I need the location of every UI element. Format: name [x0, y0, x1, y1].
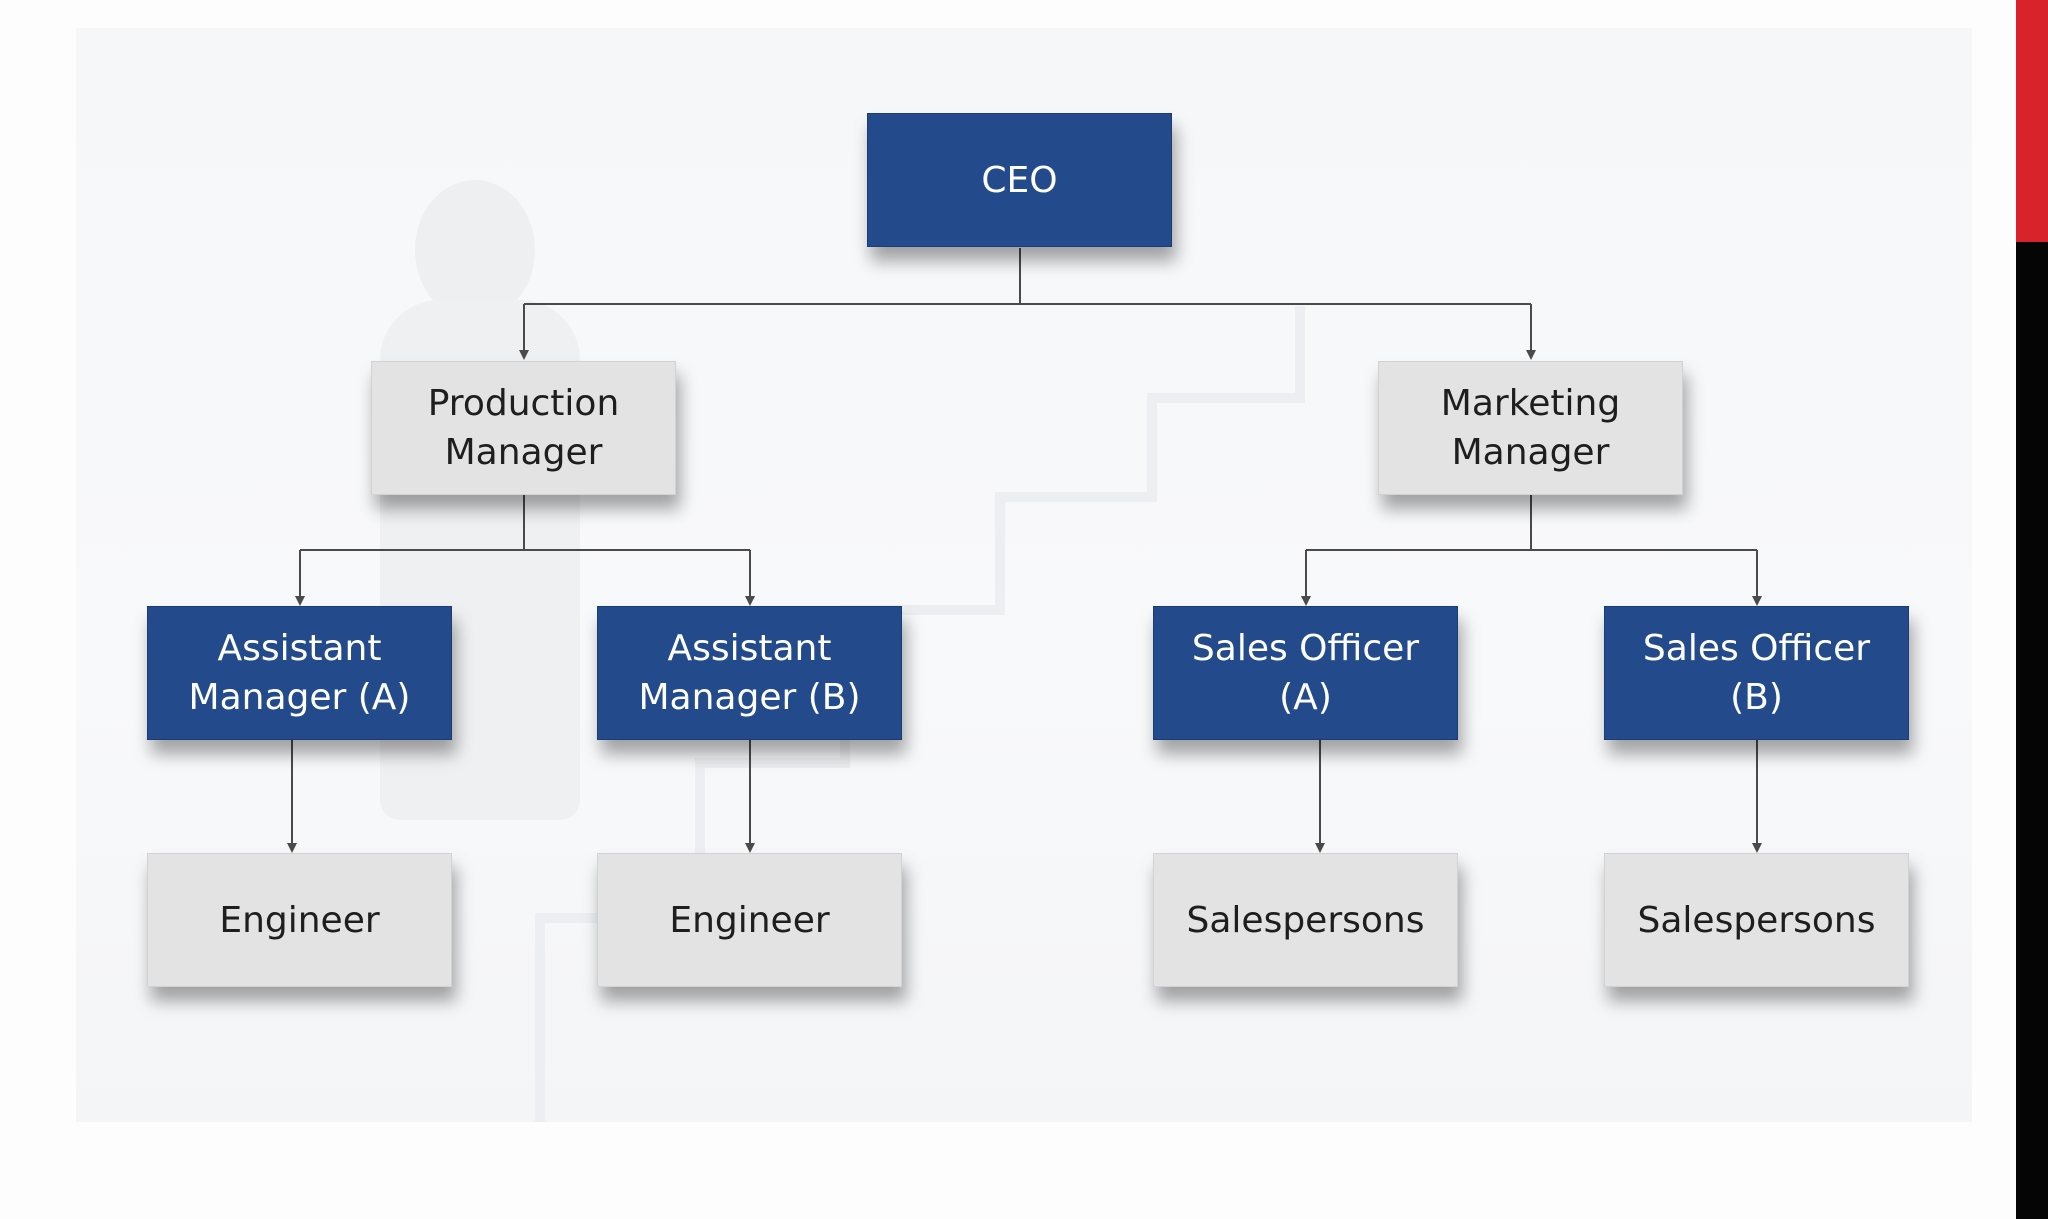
node-salespersons-b: Salespersons [1604, 853, 1909, 987]
background-figure-head [415, 180, 535, 320]
node-engineer-a: Engineer [147, 853, 452, 987]
node-production-manager: Production Manager [371, 361, 676, 495]
node-assistant-manager-b: Assistant Manager (B) [597, 606, 902, 740]
node-sales-officer-b: Sales Officer (B) [1604, 606, 1909, 740]
node-sales-officer-a: Sales Officer (A) [1153, 606, 1458, 740]
node-ceo: CEO [867, 113, 1172, 247]
node-marketing-manager: Marketing Manager [1378, 361, 1683, 495]
accent-strip-red [2016, 0, 2048, 242]
accent-strip-black [2016, 242, 2048, 1219]
node-salespersons-a: Salespersons [1153, 853, 1458, 987]
node-assistant-manager-a: Assistant Manager (A) [147, 606, 452, 740]
node-engineer-b: Engineer [597, 853, 902, 987]
